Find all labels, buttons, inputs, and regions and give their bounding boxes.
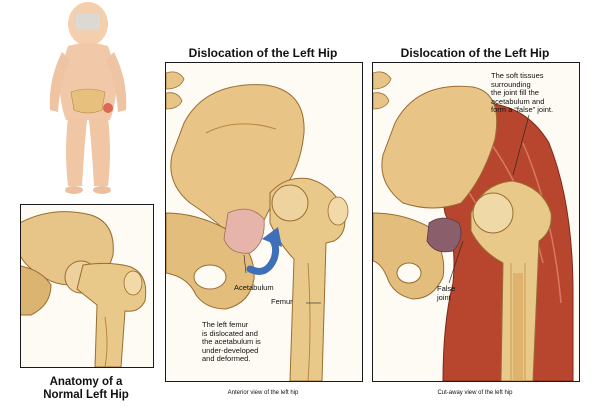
- femur-label: Femur: [271, 297, 293, 306]
- child-figure: [38, 0, 138, 198]
- right-note-line: the joint fill the: [491, 88, 539, 97]
- acetabulum-label: Acetabulum: [234, 283, 274, 292]
- normal-hip-caption-line1: Anatomy of a: [49, 376, 123, 388]
- false-joint-label-line1: False: [437, 284, 456, 293]
- right-panel-title: Dislocation of the Left Hip: [400, 46, 550, 60]
- cutaway-view-panel: [372, 62, 580, 382]
- right-note-line: form a “false” joint.: [491, 105, 554, 114]
- middle-note-line: The left femur: [202, 320, 249, 329]
- anterior-view-caption: Anterior view of the left hip: [227, 390, 299, 396]
- right-note-line: surrounding: [491, 79, 531, 89]
- false-joint-label-line2: joint: [437, 292, 451, 302]
- middle-note-line: under-developed: [202, 345, 259, 355]
- middle-note-line: the acetabulum is: [202, 337, 261, 346]
- right-note-line: acetabulum and: [491, 96, 545, 106]
- right-note-line: The soft tissues: [491, 71, 544, 80]
- normal-hip-caption-line2: Normal Left Hip: [43, 389, 129, 401]
- normal-hip-panel: [20, 204, 154, 368]
- middle-note-line: is dislocated and: [202, 328, 258, 338]
- normal-hip-caption: Anatomy of a Normal Left Hip: [20, 376, 152, 402]
- middle-note: The left femur is dislocated and the ace…: [202, 320, 312, 364]
- middle-note-line: and deformed.: [202, 354, 251, 363]
- false-joint-label: False joint: [437, 284, 456, 302]
- right-note: The soft tissues surrounding the joint f…: [491, 71, 575, 115]
- cutaway-view-caption: Cut-away view of the left hip: [437, 390, 513, 396]
- middle-panel-title: Dislocation of the Left Hip: [188, 46, 338, 60]
- anterior-view-panel: [165, 62, 363, 382]
